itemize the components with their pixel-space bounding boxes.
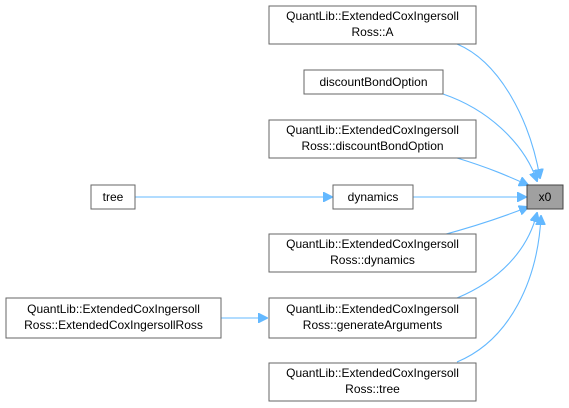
edge-discountbondoption-qual-to-x0 — [456, 157, 528, 185]
node-extendedcir-tree[interactable]: QuantLib::ExtendedCoxIngersoll Ross::tre… — [268, 362, 477, 402]
node-label-line1: QuantLib::ExtendedCoxIngersoll — [286, 302, 459, 316]
edge-tree-qual-to-x0 — [456, 216, 541, 363]
node-label-line2: Ross::ExtendedCoxIngersollRoss — [24, 318, 203, 332]
node-label-line1: QuantLib::ExtendedCoxIngersoll — [286, 237, 459, 251]
edge-generatearguments-to-x0 — [456, 213, 537, 299]
node-label-line1: QuantLib::ExtendedCoxIngersoll — [286, 366, 459, 380]
node-extendedcir-constructor[interactable]: QuantLib::ExtendedCoxIngersoll Ross::Ext… — [5, 297, 222, 339]
node-label-line2: Ross::generateArguments — [303, 318, 442, 332]
node-dynamics[interactable]: dynamics — [332, 184, 414, 210]
node-x0[interactable]: x0 — [526, 184, 564, 210]
node-label: dynamics — [348, 190, 399, 204]
edge-a-to-x0 — [456, 43, 540, 178]
node-discountbondoption[interactable]: discountBondOption — [303, 69, 444, 95]
edge-discountbondoption-to-x0 — [442, 93, 537, 181]
node-label: tree — [103, 190, 124, 204]
node-extendedcir-generatearguments[interactable]: QuantLib::ExtendedCoxIngersoll Ross::gen… — [268, 297, 477, 339]
node-extendedcir-discountbondoption[interactable]: QuantLib::ExtendedCoxIngersoll Ross::dis… — [268, 119, 477, 159]
node-label-line2: Ross::dynamics — [330, 253, 415, 267]
node-label-line1: QuantLib::ExtendedCoxIngersoll — [286, 9, 459, 23]
node-extendedcir-a[interactable]: QuantLib::ExtendedCoxIngersoll Ross::A — [268, 5, 477, 45]
node-label: x0 — [539, 190, 552, 204]
node-label-line2: Ross::discountBondOption — [301, 139, 443, 153]
node-tree[interactable]: tree — [90, 184, 136, 210]
node-label-line1: QuantLib::ExtendedCoxIngersoll — [286, 123, 459, 137]
edge-dynamics-qual-to-x0 — [438, 207, 528, 237]
node-extendedcir-dynamics[interactable]: QuantLib::ExtendedCoxIngersoll Ross::dyn… — [268, 233, 477, 273]
node-label-line1: QuantLib::ExtendedCoxIngersoll — [27, 302, 200, 316]
node-label-line2: Ross::tree — [345, 382, 400, 396]
node-label-line2: Ross::A — [351, 25, 393, 39]
node-label: discountBondOption — [319, 75, 427, 89]
